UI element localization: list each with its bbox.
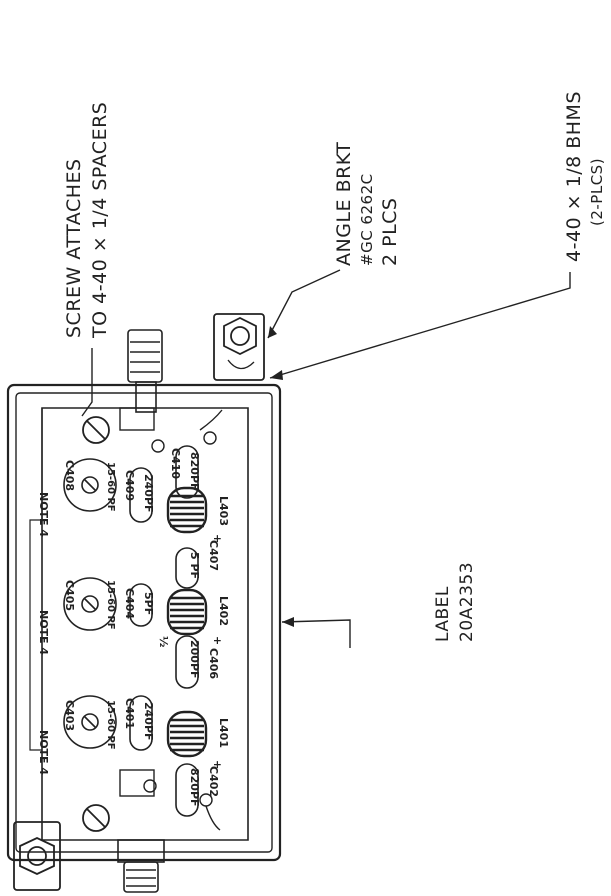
label-note-2: NOTE 4 bbox=[37, 610, 50, 655]
connector-top bbox=[127, 329, 163, 413]
capacitor-c406-body bbox=[175, 635, 199, 689]
label-c410-value: 820PF bbox=[188, 452, 201, 491]
label-l402: L402 bbox=[217, 596, 230, 626]
label-c402: C402 bbox=[207, 766, 220, 797]
label-trimmer-value-1: 15-60 PF bbox=[105, 462, 116, 512]
screw-callout-line1: SCREW ATTACHES bbox=[63, 158, 85, 338]
label-c406: C406 bbox=[207, 648, 220, 679]
label-c409-value: 240PF bbox=[142, 474, 155, 513]
label-note-3: NOTE 4 bbox=[37, 730, 50, 775]
label-c401-value: 240PF bbox=[142, 702, 155, 741]
coil-l401 bbox=[166, 710, 208, 758]
polarity-plus-2: + bbox=[211, 636, 224, 645]
angle-bracket-callout-line2: #GC 6262C bbox=[358, 173, 376, 266]
bhms-callout-line1: 4-40 × 1/8 BHMS bbox=[563, 91, 585, 262]
enclosure-body bbox=[6, 383, 282, 862]
angle-bracket-callout-line3: 2 PLCS bbox=[379, 198, 401, 267]
label-c402-value: 820PF bbox=[188, 768, 201, 807]
capacitor-c402-body bbox=[175, 763, 199, 817]
label-l403: L403 bbox=[217, 496, 230, 526]
angle-bracket-top bbox=[213, 313, 265, 381]
capacitor-c410-body bbox=[175, 445, 199, 499]
label-trimmer-value-2: 15-60 PF bbox=[105, 580, 116, 630]
label-c408: C408 bbox=[63, 460, 76, 491]
label-c407-value: 5 PF bbox=[188, 552, 201, 579]
polarity-plus-1: + bbox=[211, 534, 224, 543]
trimmer-capacitor-c405 bbox=[63, 577, 117, 631]
label-c409: C409 bbox=[123, 470, 136, 501]
label-c410: C410 bbox=[169, 448, 182, 479]
label-c406-value: 200PF bbox=[188, 640, 201, 679]
polarity-plus-3: + bbox=[211, 760, 224, 769]
label-callout-line1: LABEL bbox=[433, 586, 453, 642]
coil-l402 bbox=[166, 588, 208, 636]
trimmer-capacitor-c403 bbox=[63, 695, 117, 749]
capacitor-c404-body bbox=[129, 583, 153, 627]
label-c404: C404 bbox=[123, 588, 136, 619]
trimmer-capacitor-c408 bbox=[63, 458, 117, 512]
solder-pads bbox=[119, 407, 223, 831]
capacitor-c409-body bbox=[129, 467, 153, 523]
label-c405: C405 bbox=[63, 580, 76, 611]
angle-bracket-bottom bbox=[13, 821, 61, 891]
label-l401: L401 bbox=[217, 718, 230, 748]
label-callout-line2: 20A2353 bbox=[457, 562, 477, 642]
label-trimmer-value-3: 15-60 PF bbox=[105, 700, 116, 750]
mounting-screw-bottom bbox=[82, 804, 110, 832]
tolerance-half: ½ bbox=[157, 636, 170, 647]
connector-bottom bbox=[117, 839, 165, 893]
label-c403: C403 bbox=[63, 700, 76, 731]
label-c404-value: 5PF bbox=[142, 592, 155, 615]
capacitor-c407-body bbox=[175, 547, 199, 589]
label-c401: C401 bbox=[123, 698, 136, 729]
screw-callout-line2: TO 4-40 × 1/4 SPACERS bbox=[89, 102, 111, 339]
mounting-screw-top bbox=[82, 416, 110, 444]
arrowheads bbox=[268, 326, 294, 627]
leader-lines bbox=[81, 269, 571, 648]
label-c407: C407 bbox=[207, 540, 220, 571]
coil-l403 bbox=[166, 486, 208, 534]
bhms-callout-line2: (2-PLCS) bbox=[588, 158, 606, 226]
angle-bracket-callout-line1: ANGLE BRKT bbox=[333, 142, 355, 266]
capacitor-c401-body bbox=[129, 695, 153, 751]
label-note-1: NOTE 4 bbox=[37, 492, 50, 537]
